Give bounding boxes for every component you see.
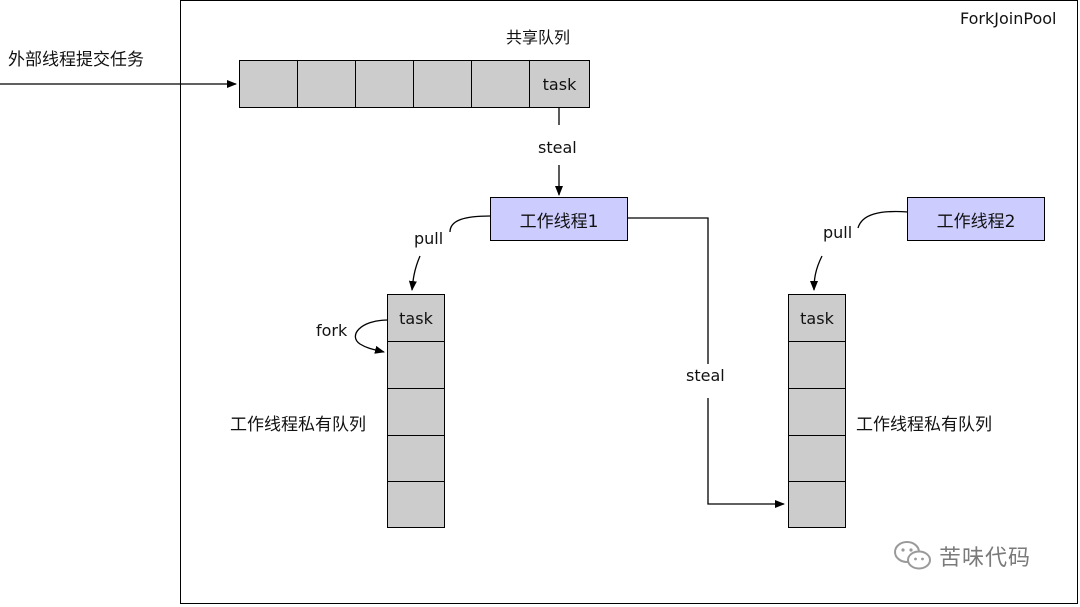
right-private-queue: task <box>788 294 846 528</box>
watermark: 苦味代码 <box>893 540 1031 572</box>
shared-queue-cell <box>297 60 356 108</box>
shared-queue-title: 共享队列 <box>506 28 571 47</box>
steal-right-line-a <box>628 217 709 364</box>
right-queue-cell <box>788 388 846 436</box>
right-queue-cell <box>788 481 846 528</box>
right-queue-cell <box>788 341 846 389</box>
left-private-queue: task <box>387 294 445 528</box>
left-queue-cell <box>387 341 445 389</box>
shared-queue-cell <box>355 60 414 108</box>
left-queue-label: 工作线程私有队列 <box>230 415 366 435</box>
watermark-text: 苦味代码 <box>939 546 1032 571</box>
steal-top-label: steal <box>538 138 577 157</box>
left-queue-task-cell: task <box>387 294 445 342</box>
steal-right-line-b <box>707 398 785 508</box>
worker-thread-1: 工作线程1 <box>490 197 628 241</box>
pull-right-label: pull <box>823 223 853 242</box>
worker-thread-2: 工作线程2 <box>907 197 1045 241</box>
fork-label: fork <box>316 321 348 340</box>
shared-queue: task <box>239 60 590 108</box>
left-queue-cell <box>387 481 445 528</box>
steal-right-label: steal <box>686 366 725 385</box>
right-queue-task-cell: task <box>788 294 846 342</box>
pull-left-curve <box>449 215 491 233</box>
left-queue-cell <box>387 388 445 436</box>
pull-right-curve <box>857 210 909 229</box>
pool-title: ForkJoinPool <box>960 9 1057 28</box>
fork-curve <box>354 319 389 354</box>
shared-queue-cell <box>471 60 530 108</box>
shared-queue-cell <box>239 60 298 108</box>
pull-left-label: pull <box>414 229 444 248</box>
right-queue-label: 工作线程私有队列 <box>856 415 992 435</box>
left-queue-cell <box>387 435 445 482</box>
shared-queue-task-cell: task <box>529 60 590 108</box>
external-submit-label: 外部线程提交任务 <box>8 50 144 70</box>
pull-left-arrow <box>408 255 421 291</box>
right-queue-cell <box>788 435 846 482</box>
shared-queue-cell <box>413 60 472 108</box>
forkjoinpool-frame <box>180 0 1078 604</box>
wechat-icon <box>893 540 933 572</box>
pull-right-arrow <box>810 255 823 291</box>
